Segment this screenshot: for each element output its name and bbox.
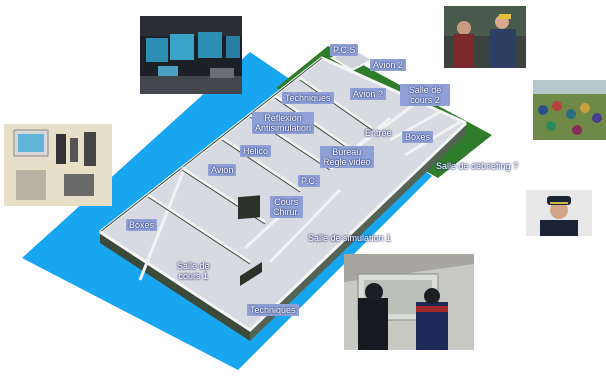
label-salle-debriefing: Salle de débriefing ?	[436, 161, 519, 171]
label-pcs: P.C.S	[330, 44, 359, 56]
label-boxes-left: Boxes	[126, 219, 158, 231]
photo-officer	[526, 190, 592, 236]
label-techniques-top: Techniques	[282, 92, 334, 104]
label-avion-question: Avion ?	[350, 88, 386, 100]
label-bureau: Bureau Règle vidéo	[320, 146, 374, 168]
photo-medical-room	[4, 124, 112, 206]
label-techniques-bottom: Techniques	[247, 304, 299, 316]
label-salle-cours-1: Salle de cours 1	[177, 261, 210, 281]
label-salle-cours-2: Salle de cours 2	[400, 84, 450, 106]
label-boxes-right: Boxes	[402, 131, 434, 143]
label-avion: Avion	[208, 164, 237, 176]
photo-crowd	[533, 80, 606, 140]
label-salle-simulation: Salle de simulation 1	[308, 233, 392, 243]
photo-interview	[444, 6, 526, 68]
label-cours-chirurgie: Cours Chirur.	[270, 196, 303, 218]
photo-control-room	[140, 16, 242, 94]
label-helico: Hélico	[240, 145, 272, 157]
label-entree: Entrée	[365, 128, 392, 138]
photo-simulation-room	[344, 254, 474, 350]
label-pc: P.C.	[298, 175, 321, 187]
label-avion-2: Avion 2	[370, 59, 406, 71]
label-reflexion: Reflexion Antisimulation	[252, 112, 315, 134]
